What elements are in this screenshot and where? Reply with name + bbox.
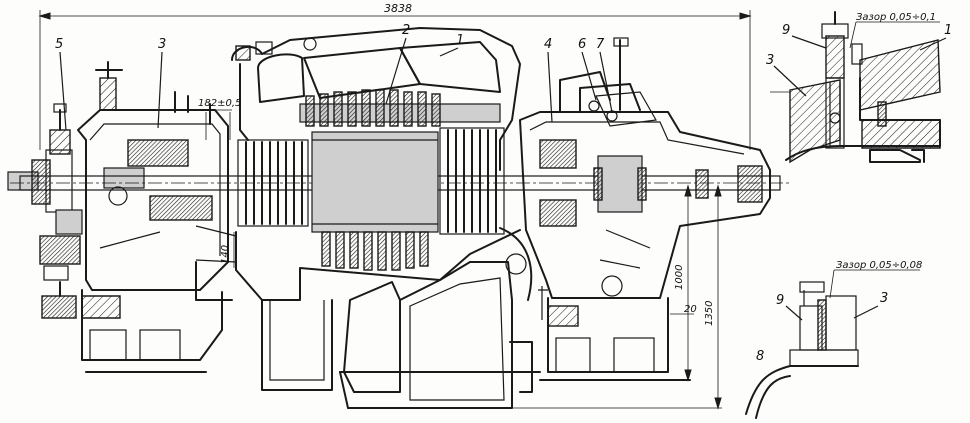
rear-bearing-housing	[519, 37, 771, 381]
front-bearing-housing	[7, 61, 229, 373]
gap-dimension: 182±0,5	[198, 98, 241, 140]
callout-1: 1	[456, 33, 464, 48]
callout-6: 6	[578, 37, 586, 52]
detail-top-callout-1: 1	[944, 23, 952, 38]
dimension-20: 20	[684, 304, 697, 315]
overall-dimension: 3838	[38, 2, 752, 150]
detail-bottom-gap-label: Зазор 0,05÷0,08	[836, 260, 922, 271]
detail-top-callout-3: 3	[766, 53, 774, 68]
detail-top-flange: 9 3 1 Зазор 0,05÷0,1	[766, 11, 952, 164]
detail-top-gap-label: Зазор 0,05÷0,1	[856, 12, 936, 23]
dimension-182: 182±0,5	[198, 98, 241, 109]
turbine-casing	[195, 27, 541, 409]
callout-7: 7	[596, 37, 605, 52]
detail-top-callout-9: 9	[782, 23, 790, 38]
dimension-1350: 1350	[704, 301, 715, 326]
detail-bottom-callout-3: 3	[880, 291, 888, 306]
callouts: 5 3 2 1 4 6 7	[55, 23, 613, 131]
callout-3: 3	[158, 37, 166, 52]
dimension-140: 140	[220, 245, 231, 264]
detail-bottom-key: 9 3 8 Зазор 0,05÷0,08	[745, 260, 922, 419]
detail-bottom-callout-8: 8	[756, 349, 764, 364]
callout-5: 5	[55, 37, 63, 52]
detail-bottom-callout-9: 9	[776, 293, 784, 308]
dimension-1000: 1000	[674, 265, 685, 290]
height-dimensions: 1000 1350 20 140	[220, 184, 722, 410]
callout-2: 2	[402, 23, 410, 38]
dimension-3838: 3838	[384, 2, 412, 15]
callout-4: 4	[544, 37, 552, 52]
